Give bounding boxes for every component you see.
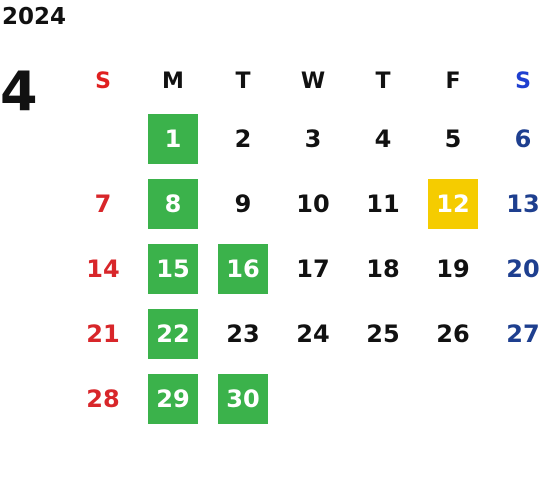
- calendar-year: 2024: [2, 4, 67, 30]
- calendar-day[interactable]: 14: [86, 254, 120, 283]
- weekday-header-cell: W: [278, 56, 348, 106]
- calendar-day-highlighted[interactable]: 12: [428, 178, 478, 229]
- calendar-day-cell: 25: [348, 301, 418, 366]
- calendar-day[interactable]: 7: [94, 189, 112, 218]
- calendar-day-cell: 18: [348, 236, 418, 301]
- calendar-week-row: 7 8 9 10 11 12 13: [68, 171, 548, 236]
- calendar-day-highlighted[interactable]: 1: [148, 113, 198, 164]
- calendar-day[interactable]: 2: [234, 124, 252, 153]
- calendar-day[interactable]: 25: [366, 319, 400, 348]
- calendar-day-cell: 2: [208, 106, 278, 171]
- calendar-day-cell: [68, 106, 138, 171]
- calendar-day[interactable]: 27: [506, 319, 540, 348]
- calendar-day[interactable]: 13: [506, 189, 540, 218]
- calendar-day[interactable]: 11: [366, 189, 400, 218]
- calendar-day-cell: 5: [418, 106, 488, 171]
- calendar-day-cell: [348, 366, 418, 431]
- calendar-day-highlighted[interactable]: 16: [218, 243, 268, 294]
- calendar-day-cell: [418, 366, 488, 431]
- calendar-day[interactable]: 6: [514, 124, 532, 153]
- calendar-day[interactable]: 21: [86, 319, 120, 348]
- weekday-label-saturday: S: [515, 68, 531, 94]
- calendar-week-row: 14 15 16 17 18 19 20: [68, 236, 548, 301]
- calendar-day[interactable]: 5: [444, 124, 462, 153]
- calendar-day-cell: 9: [208, 171, 278, 236]
- weekday-label-tuesday: T: [235, 68, 251, 94]
- calendar-week-row: 21 22 23 24 25 26 27: [68, 301, 548, 366]
- calendar-day-cell: 29: [138, 366, 208, 431]
- calendar-day-cell: 17: [278, 236, 348, 301]
- weekday-header-cell: S: [68, 56, 138, 106]
- calendar-day-highlighted[interactable]: 8: [148, 178, 198, 229]
- calendar-day-cell: 28: [68, 366, 138, 431]
- calendar-day-cell: 22: [138, 301, 208, 366]
- calendar-day[interactable]: 9: [234, 189, 252, 218]
- weekday-label-friday: F: [445, 68, 461, 94]
- calendar-day-cell: 10: [278, 171, 348, 236]
- calendar-week-row: 28 29 30: [68, 366, 548, 431]
- calendar-day[interactable]: 10: [296, 189, 330, 218]
- calendar-day-cell: 6: [488, 106, 548, 171]
- calendar-day-cell: 21: [68, 301, 138, 366]
- calendar-day[interactable]: 19: [436, 254, 470, 283]
- calendar-day-highlighted[interactable]: 30: [218, 373, 268, 424]
- weekday-header-row: S M T W T F S: [68, 56, 548, 106]
- calendar-day-highlighted[interactable]: 15: [148, 243, 198, 294]
- calendar-day-cell: 12: [418, 171, 488, 236]
- calendar-day-cell: 8: [138, 171, 208, 236]
- calendar-day-cell: [278, 366, 348, 431]
- calendar-day[interactable]: 17: [296, 254, 330, 283]
- calendar-day[interactable]: 28: [86, 384, 120, 413]
- weekday-label-thursday: T: [375, 68, 391, 94]
- calendar-day[interactable]: 18: [366, 254, 400, 283]
- calendar-day-highlighted[interactable]: 22: [148, 308, 198, 359]
- weekday-header-cell: T: [348, 56, 418, 106]
- calendar-day-cell: 15: [138, 236, 208, 301]
- calendar-day-cell: 30: [208, 366, 278, 431]
- calendar-week-row: 1 2 3 4 5 6: [68, 106, 548, 171]
- calendar-day-cell: 7: [68, 171, 138, 236]
- calendar-day[interactable]: 24: [296, 319, 330, 348]
- weekday-header-cell: S: [488, 56, 548, 106]
- weekday-header-cell: M: [138, 56, 208, 106]
- weekday-label-wednesday: W: [300, 68, 326, 94]
- calendar-day[interactable]: 3: [304, 124, 322, 153]
- calendar-day-cell: 24: [278, 301, 348, 366]
- weekday-label-sunday: S: [95, 68, 111, 94]
- calendar-day[interactable]: 20: [506, 254, 540, 283]
- calendar-day-cell: 19: [418, 236, 488, 301]
- calendar-day-cell: 1: [138, 106, 208, 171]
- calendar-day-cell: 14: [68, 236, 138, 301]
- weekday-header-cell: F: [418, 56, 488, 106]
- calendar-day-cell: [488, 366, 548, 431]
- calendar-day-cell: 13: [488, 171, 548, 236]
- calendar-day-cell: 27: [488, 301, 548, 366]
- calendar-day-cell: 20: [488, 236, 548, 301]
- calendar-day[interactable]: 26: [436, 319, 470, 348]
- calendar-day-cell: 11: [348, 171, 418, 236]
- calendar-day-cell: 23: [208, 301, 278, 366]
- calendar-day-highlighted[interactable]: 29: [148, 373, 198, 424]
- calendar-day-cell: 3: [278, 106, 348, 171]
- weekday-header-cell: T: [208, 56, 278, 106]
- calendar-day-cell: 16: [208, 236, 278, 301]
- calendar-day-cell: 4: [348, 106, 418, 171]
- calendar-month: 4: [0, 60, 38, 123]
- weekday-label-monday: M: [162, 68, 184, 94]
- calendar-day[interactable]: 23: [226, 319, 260, 348]
- calendar-day-cell: 26: [418, 301, 488, 366]
- calendar-day[interactable]: 4: [374, 124, 392, 153]
